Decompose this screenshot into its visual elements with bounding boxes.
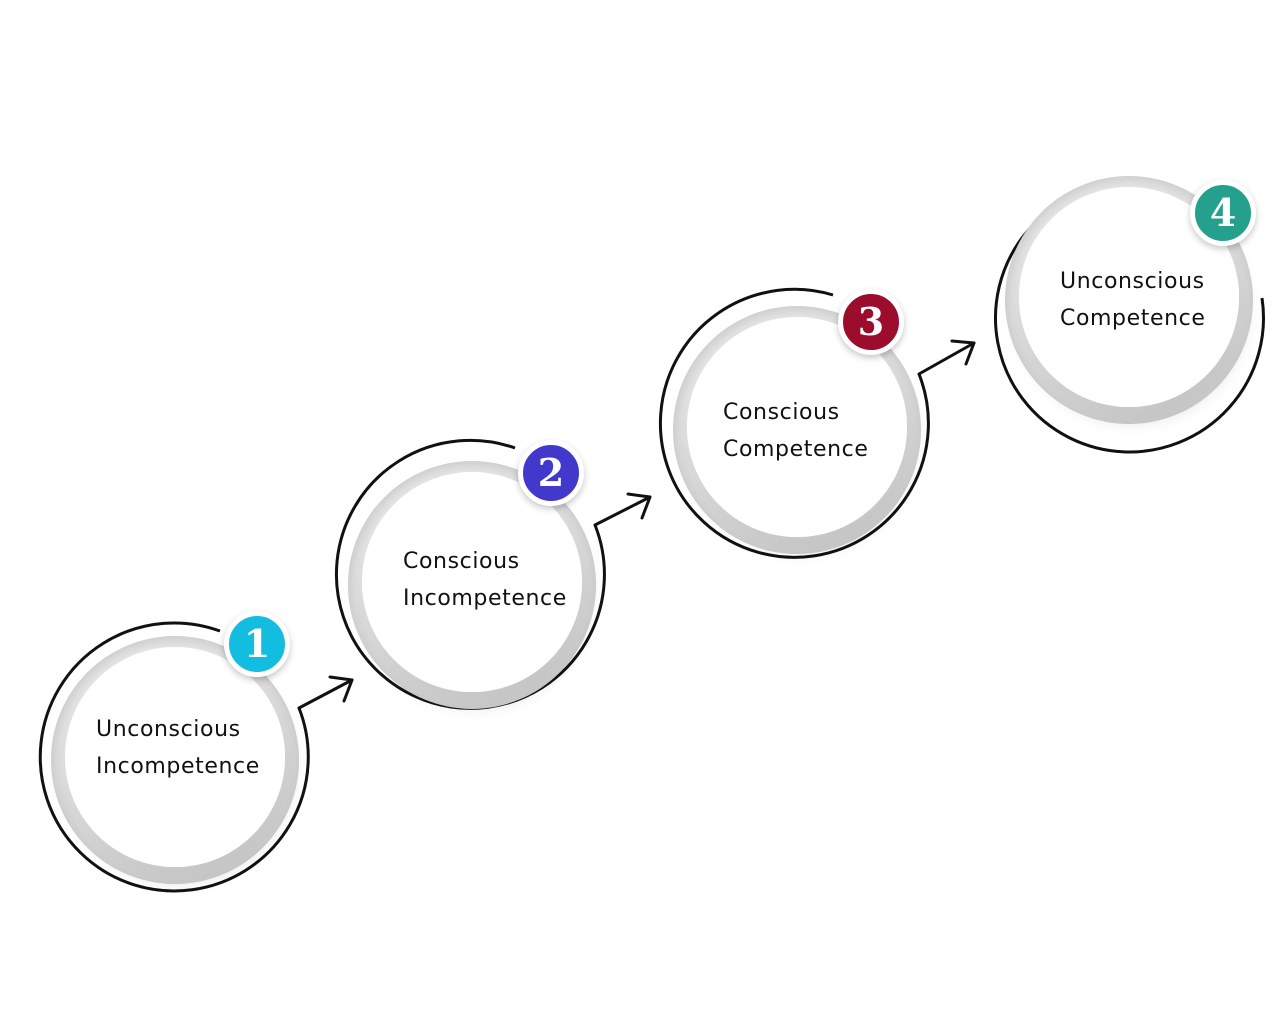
- stage-4-number: 4: [1209, 190, 1237, 235]
- stage-2-label: Conscious Incompetence: [403, 543, 567, 617]
- stage-2-disc: [362, 472, 582, 692]
- connector-arrow-3-4: [917, 339, 976, 376]
- stage-4-circle: [993, 176, 1265, 454]
- stage-4-disc: [1019, 187, 1239, 407]
- stage-2-number: 2: [537, 450, 565, 495]
- stage-2-ring: [334, 438, 606, 710]
- connector-arrow-2-3: [593, 492, 652, 527]
- stage-2-circle: [334, 438, 606, 710]
- stage-3-label-line2: Competence: [723, 437, 869, 462]
- stage-2-number-badge: 2: [518, 440, 584, 506]
- stage-1-circle: [38, 621, 310, 893]
- stage-1-label: Unconscious Incompetence: [96, 711, 260, 785]
- stage-3-ring: [658, 287, 930, 559]
- stage-1-disc: [65, 647, 285, 867]
- stage-3-number: 3: [857, 299, 885, 344]
- stage-1-number: 1: [243, 621, 271, 666]
- stage-2-label-line2: Incompetence: [403, 586, 567, 611]
- stage-1-label-line1: Unconscious: [96, 717, 241, 742]
- stage-4-label-line2: Competence: [1060, 306, 1206, 331]
- connector-arrow-1-2: [297, 675, 354, 710]
- stage-3-circle: [658, 287, 930, 559]
- stage-4-label-line1: Unconscious: [1060, 269, 1205, 294]
- stage-3-label-line1: Conscious: [723, 400, 840, 425]
- stage-2-label-line1: Conscious: [403, 549, 520, 574]
- stage-1-ring: [38, 621, 310, 893]
- stage-1-number-badge: 1: [224, 611, 290, 677]
- stage-4-number-badge: 4: [1190, 180, 1256, 246]
- stage-3-disc: [687, 317, 907, 537]
- stage-3-label: Conscious Competence: [723, 394, 869, 468]
- stage-3-number-badge: 3: [838, 289, 904, 355]
- stage-4-label: Unconscious Competence: [1060, 263, 1206, 337]
- stage-1-label-line2: Incompetence: [96, 754, 260, 779]
